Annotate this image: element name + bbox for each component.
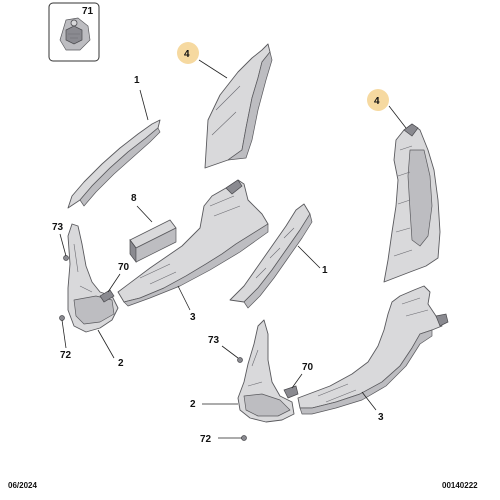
svg-text:4: 4 [184, 49, 190, 60]
callout-73-left: 73 [52, 222, 67, 257]
svg-text:1: 1 [322, 265, 328, 276]
svg-text:1: 1 [134, 75, 140, 86]
callout-72-left: 72 [60, 319, 72, 361]
callout-4-center: 4 [177, 42, 228, 79]
fastener-73-bottom[interactable] [237, 357, 243, 363]
fastener-72-bottom[interactable] [241, 435, 247, 441]
inset-label: 71 [82, 6, 94, 17]
clip-fastener-icon [59, 17, 91, 51]
fastener-73-left[interactable] [63, 255, 69, 261]
svg-text:3: 3 [190, 312, 196, 323]
fastener-70-bottom[interactable] [283, 385, 299, 399]
callout-1-mid: 1 [297, 245, 328, 276]
callout-70-bottom: 70 [291, 362, 314, 389]
callout-3-right: 3 [361, 391, 384, 423]
callout-8: 8 [131, 193, 153, 223]
part-2-lower-trim-left[interactable] [67, 223, 119, 333]
svg-text:2: 2 [118, 358, 124, 369]
callout-73-bottom: 73 [208, 335, 239, 359]
svg-text:70: 70 [118, 262, 130, 273]
svg-text:4: 4 [374, 96, 380, 107]
part-1-trim-strip-upper[interactable] [67, 119, 161, 209]
svg-text:70: 70 [302, 362, 314, 373]
fastener-70-left[interactable] [99, 289, 115, 303]
part-1-trim-strip-lower[interactable] [229, 203, 313, 309]
svg-text:3: 3 [378, 412, 384, 423]
svg-text:72: 72 [200, 434, 212, 445]
footer-date: 06/2024 [8, 481, 37, 490]
fastener-72-left[interactable] [59, 315, 65, 321]
footer-code: 00140222 [442, 481, 478, 490]
svg-text:72: 72 [60, 350, 72, 361]
part-4-pillar-trim-center[interactable] [204, 43, 273, 169]
callout-1-top: 1 [134, 75, 149, 121]
callout-4-right: 4 [367, 89, 407, 129]
callout-70-left: 70 [107, 262, 130, 293]
part-3-sill-trim-center[interactable] [117, 179, 269, 307]
highlight-marker [177, 42, 199, 64]
part-2-lower-trim-bottom[interactable] [237, 319, 295, 423]
svg-text:73: 73 [208, 335, 220, 346]
callout-72-bottom: 72 [200, 434, 242, 445]
highlight-marker [367, 89, 389, 111]
callout-2-left: 2 [97, 329, 124, 369]
callout-3-center: 3 [177, 285, 196, 323]
svg-text:8: 8 [131, 193, 137, 204]
callout-2-bottom: 2 [190, 399, 238, 410]
part-4-pillar-trim-right[interactable] [383, 123, 441, 283]
inset-box-71[interactable]: 71 [48, 2, 100, 62]
svg-text:73: 73 [52, 222, 64, 233]
svg-text:2: 2 [190, 399, 196, 410]
part-8-foam-block[interactable] [129, 219, 177, 264]
part-3-sill-trim-right[interactable] [297, 285, 449, 415]
